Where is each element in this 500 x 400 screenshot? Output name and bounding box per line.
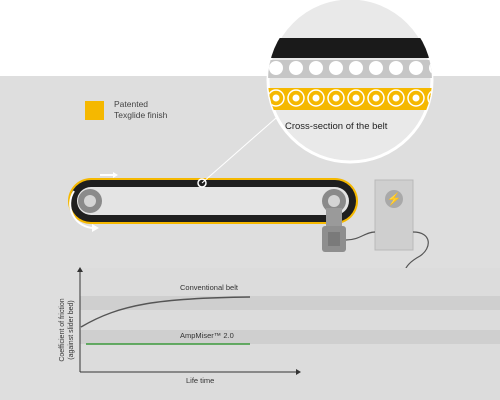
y-label-line-2: (against slider bed) [68, 300, 75, 360]
chart-y-label: Coefficient of friction (against slider … [58, 290, 80, 370]
belt-top-layer [268, 38, 432, 58]
callout-magnifier [266, 0, 434, 164]
white-fiber [349, 61, 363, 75]
yellow-fiber-core [292, 94, 300, 102]
yellow-fiber-core [412, 94, 420, 102]
right-pulley-hub [328, 195, 340, 207]
yellow-fiber-core [352, 94, 360, 102]
chart-band-1 [80, 296, 500, 310]
chart-band-2 [80, 330, 500, 344]
yellow-fiber-core [272, 94, 280, 102]
top-arrow-head [113, 172, 118, 178]
y-axis-arrow [77, 267, 83, 272]
motor-neck [326, 208, 342, 228]
chart-x-label: Life time [186, 376, 215, 385]
callout-caption: Cross-section of the belt [285, 121, 388, 132]
white-fiber [369, 61, 383, 75]
yellow-fiber-core [433, 95, 440, 102]
x-axis-arrow [296, 369, 301, 375]
white-fiber [289, 61, 303, 75]
series-line-conventional [80, 296, 251, 328]
white-fiber [409, 61, 423, 75]
white-fiber-row [269, 61, 432, 75]
yellow-fiber-core [312, 94, 320, 102]
return-arrow-head [92, 224, 99, 232]
return-arrow-line [69, 190, 95, 229]
left-pulley-hub [84, 195, 96, 207]
white-fiber [329, 61, 343, 75]
white-fiber [389, 61, 403, 75]
yellow-fiber-core [332, 94, 340, 102]
yellow-fiber-core [392, 94, 400, 102]
belt-inner [77, 187, 349, 215]
yellow-fiber-row [268, 89, 440, 107]
legend-line-2: Texglide finish [114, 110, 168, 120]
legend-line-1: Patented [114, 99, 149, 109]
motor-cable [345, 231, 376, 241]
series-label-conventional: Conventional belt [180, 283, 238, 292]
legend-swatch [85, 101, 104, 120]
yellow-fiber [427, 89, 432, 107]
callout-anchor [197, 178, 207, 188]
lightning-bolt-icon: ⚡ [385, 190, 403, 208]
legend-label: Patented Texglide finish [114, 99, 224, 121]
callout-leader [201, 110, 285, 184]
yellow-fiber-core [372, 94, 380, 102]
series-label-ampmiser: AmpMiser™ 2.0 [180, 331, 234, 340]
y-label-line-1: Coefficient of friction [59, 298, 66, 362]
white-fiber [309, 61, 323, 75]
motor-detail [328, 232, 340, 246]
white-fiber [269, 61, 283, 75]
